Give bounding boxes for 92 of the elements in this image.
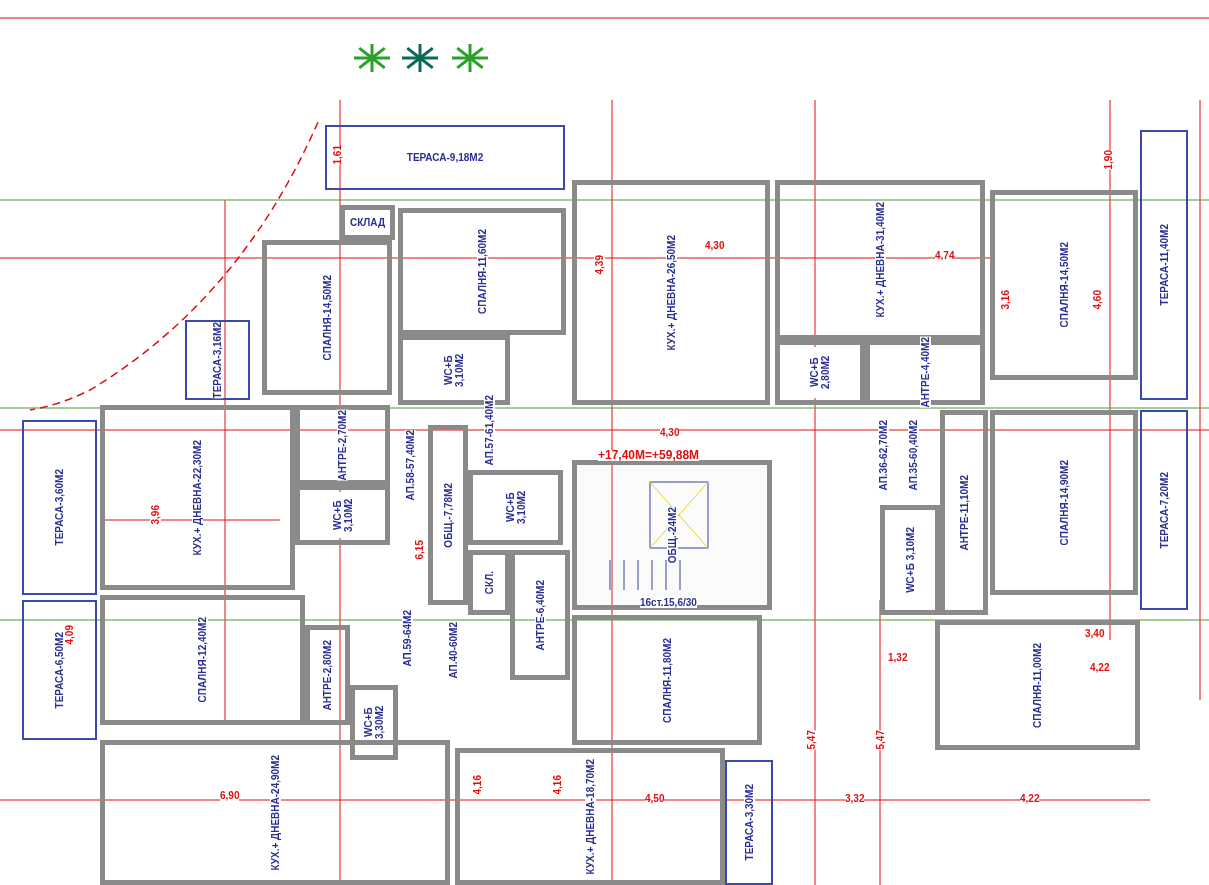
dimension-label: 4,30 [705,240,725,251]
room-label: СПАЛНЯ-12,40М2 [197,617,208,703]
room-outline [510,550,570,680]
room-outline [100,740,450,885]
dimension-label: 3,32 [845,793,865,804]
apartment-label: АП.40-60М2 [448,622,459,679]
room-outline [990,410,1138,595]
room-outline [295,485,390,545]
room-outline [100,595,305,725]
room-label: ТЕРАСА-9,18М2 [406,152,484,163]
room-label: ТЕРАСА-7,20М2 [1158,471,1170,549]
room-outline [455,748,725,885]
room-outline [305,625,350,725]
dimension-label: 4,22 [1090,662,1110,673]
room-label: WC+Б 3,10М2 [331,492,354,538]
dimension-label: 4,09 [64,625,75,645]
room-outline [572,615,762,745]
dimension-label: 3,96 [150,505,161,525]
room-outline [350,685,398,760]
room-label: СПАЛНЯ-11,80М2 [661,637,673,723]
room-label: КУХ.+ ДНЕВНА-22,30М2 [192,439,203,556]
room-outline [100,405,295,590]
dimension-label: 6,15 [414,540,425,560]
room-label: СПАЛНЯ-14,90М2 [1058,459,1070,546]
room-outline [572,180,770,405]
apartment-label: АП.35-60,40М2 [908,420,919,491]
room-label: СКЛАД [349,217,386,228]
dimension-label: 6,90 [220,790,240,801]
room-label: АНТРЕ-11,10М2 [958,474,970,551]
room-outline [935,620,1140,750]
terrace-outline [325,125,565,190]
room-label: КУХ.+ ДНЕВНА-31,40М2 [874,202,886,318]
dimension-label: 1,90 [1103,150,1114,170]
room-label: ТЕРАСА-6,50М2 [54,631,65,709]
dimension-label: 3,16 [1000,290,1011,310]
room-label: ТЕРАСА-3,16М2 [212,321,223,399]
room-label: КУХ.+ ДНЕВНА-24,90М2 [269,754,281,871]
room-outline [398,208,566,335]
dimension-label: 4,16 [472,775,483,795]
room-label: WC+Б 2,80М2 [809,347,831,398]
dimension-label: 4,60 [1092,290,1103,310]
dimension-label: 1,32 [888,652,908,663]
terrace-outline [185,320,250,400]
dimension-label: 4,50 [645,793,665,804]
room-label: АНТРЕ-6,40М2 [534,579,546,651]
terrace-outline [1140,130,1188,400]
room-label: ТЕРАСА-11,40М2 [1158,224,1170,306]
room-label: СКЛ. [483,570,495,595]
terrace-outline [1140,410,1188,610]
room-label: КУХ.+ ДНЕВНА-26,50М2 [665,234,677,351]
dimension-label: 3,40 [1085,628,1105,639]
room-outline [468,470,563,545]
apartment-label: АП.36-62,70М2 [878,420,889,491]
dimension-label: 4,74 [935,250,955,261]
apartment-label: АП.59-64М2 [402,610,413,667]
stair-label: 16ст.15,6/30 [640,597,697,608]
terrace-outline [22,420,97,595]
room-label: СПАЛНЯ-11,00М2 [1032,642,1043,728]
room-label: АНТРЕ-2,70М2 [337,409,348,481]
room-outline [428,425,468,605]
room-outline [990,190,1138,380]
room-label: СПАЛНЯ-14,50М2 [321,274,333,361]
apartment-label: АП.58-57,40М2 [405,430,416,501]
room-outline [262,240,392,395]
room-outline [468,550,510,615]
room-outline [340,205,395,240]
room-label: ТЕРАСА-3,60М2 [54,469,65,546]
terrace-outline [22,600,97,740]
dimension-label: 4,16 [552,775,563,795]
dimension-label: 4,39 [594,255,605,275]
dimension-label: 5,47 [875,730,886,750]
room-label: ОБЩ.-7,78М2 [442,482,454,548]
room-outline [295,405,390,485]
room-label: АНТРЕ-4,40М2 [919,337,931,408]
elevation-label: +17,40М=+59,88М [598,450,700,461]
dimension-label: 1,61 [332,145,343,165]
room-label: ОБЩ.-24М2 [666,506,678,564]
room-label: АНТРЕ-2,80М2 [322,639,333,711]
room-label: КУХ.+ ДНЕВНА-18,70М2 [584,758,596,875]
room-label: СПАЛНЯ-11,60М2 [476,229,488,314]
room-label: ТЕРАСА-3,30М2 [743,784,755,861]
terrace-outline [725,760,773,885]
room-label: СПАЛНЯ-14,50М2 [1058,242,1070,328]
room-label: WC+Б 3,10М2 [904,527,916,593]
stair-core-outline [572,460,772,610]
room-outline [940,410,988,615]
dimension-label: 4,30 [660,427,680,438]
room-outline [880,505,940,615]
room-outline [775,340,865,405]
dimension-label: 4,22 [1020,793,1040,804]
dimension-label: 5,47 [806,730,817,750]
apartment-label: АП.57-61,40М2 [484,395,495,466]
